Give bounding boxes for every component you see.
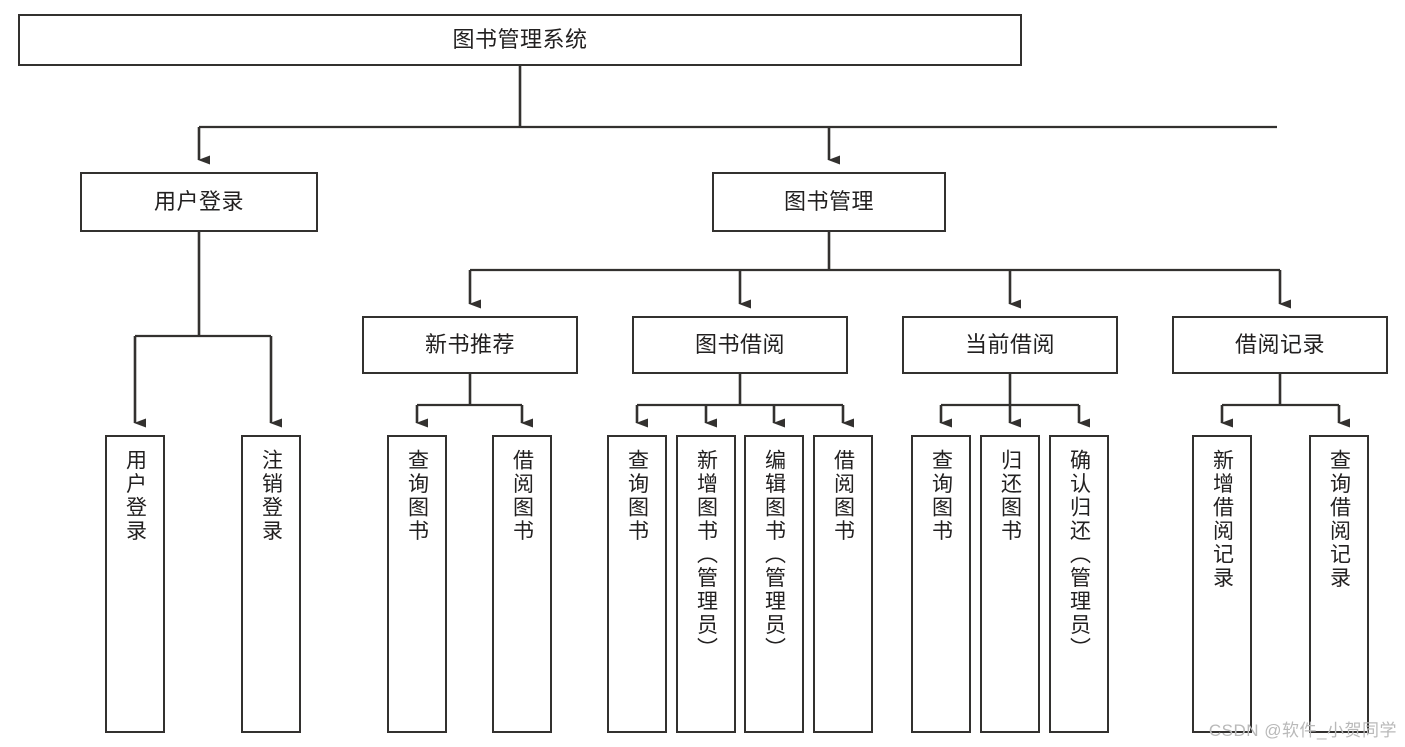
leaf-borrow-book-1[interactable]: 借阅图书 xyxy=(492,435,552,733)
node-new-book-recommend[interactable]: 新书推荐 xyxy=(362,316,578,374)
leaf-user-login[interactable]: 用户登录 xyxy=(105,435,165,733)
leaf-borrow-book-2-label: 借阅图书 xyxy=(831,449,855,543)
leaf-edit-book-admin-label: 编辑图书（管理员） xyxy=(762,449,786,661)
leaf-user-login-label: 用户登录 xyxy=(123,449,147,543)
node-current-borrow-label: 当前借阅 xyxy=(964,332,1055,358)
leaf-query-book-2[interactable]: 查询图书 xyxy=(607,435,667,733)
node-book-management-label: 图书管理 xyxy=(783,189,874,215)
leaf-query-book-2-label: 查询图书 xyxy=(625,449,649,543)
leaf-query-borrow-record-label: 查询借阅记录 xyxy=(1327,449,1351,590)
leaf-logout-label: 注销登录 xyxy=(259,449,283,543)
leaf-return-book[interactable]: 归还图书 xyxy=(980,435,1040,733)
node-user-login-label: 用户登录 xyxy=(153,189,244,215)
node-user-login[interactable]: 用户登录 xyxy=(80,172,318,232)
node-root[interactable]: 图书管理系统 xyxy=(18,14,1022,66)
leaf-confirm-return-admin[interactable]: 确认归还（管理员） xyxy=(1049,435,1109,733)
node-root-label: 图书管理系统 xyxy=(452,27,588,53)
node-current-borrow[interactable]: 当前借阅 xyxy=(902,316,1118,374)
leaf-add-book-admin-label: 新增图书（管理员） xyxy=(694,449,718,661)
node-borrow-record[interactable]: 借阅记录 xyxy=(1172,316,1388,374)
leaf-query-borrow-record[interactable]: 查询借阅记录 xyxy=(1309,435,1369,733)
leaf-borrow-book-2[interactable]: 借阅图书 xyxy=(813,435,873,733)
leaf-query-book-3[interactable]: 查询图书 xyxy=(911,435,971,733)
leaf-logout[interactable]: 注销登录 xyxy=(241,435,301,733)
leaf-add-book-admin[interactable]: 新增图书（管理员） xyxy=(676,435,736,733)
node-borrow-record-label: 借阅记录 xyxy=(1234,332,1325,358)
leaf-confirm-return-admin-label: 确认归还（管理员） xyxy=(1067,449,1091,661)
leaf-edit-book-admin[interactable]: 编辑图书（管理员） xyxy=(744,435,804,733)
leaf-add-borrow-record[interactable]: 新增借阅记录 xyxy=(1192,435,1252,733)
leaf-query-book-1[interactable]: 查询图书 xyxy=(387,435,447,733)
leaf-return-book-label: 归还图书 xyxy=(998,449,1022,543)
node-new-book-recommend-label: 新书推荐 xyxy=(424,332,515,358)
leaf-add-borrow-record-label: 新增借阅记录 xyxy=(1210,449,1234,590)
node-book-borrow[interactable]: 图书借阅 xyxy=(632,316,848,374)
leaf-query-book-3-label: 查询图书 xyxy=(929,449,953,543)
node-book-borrow-label: 图书借阅 xyxy=(694,332,785,358)
leaf-query-book-1-label: 查询图书 xyxy=(405,449,429,543)
leaf-borrow-book-1-label: 借阅图书 xyxy=(510,449,534,543)
node-book-management[interactable]: 图书管理 xyxy=(712,172,946,232)
